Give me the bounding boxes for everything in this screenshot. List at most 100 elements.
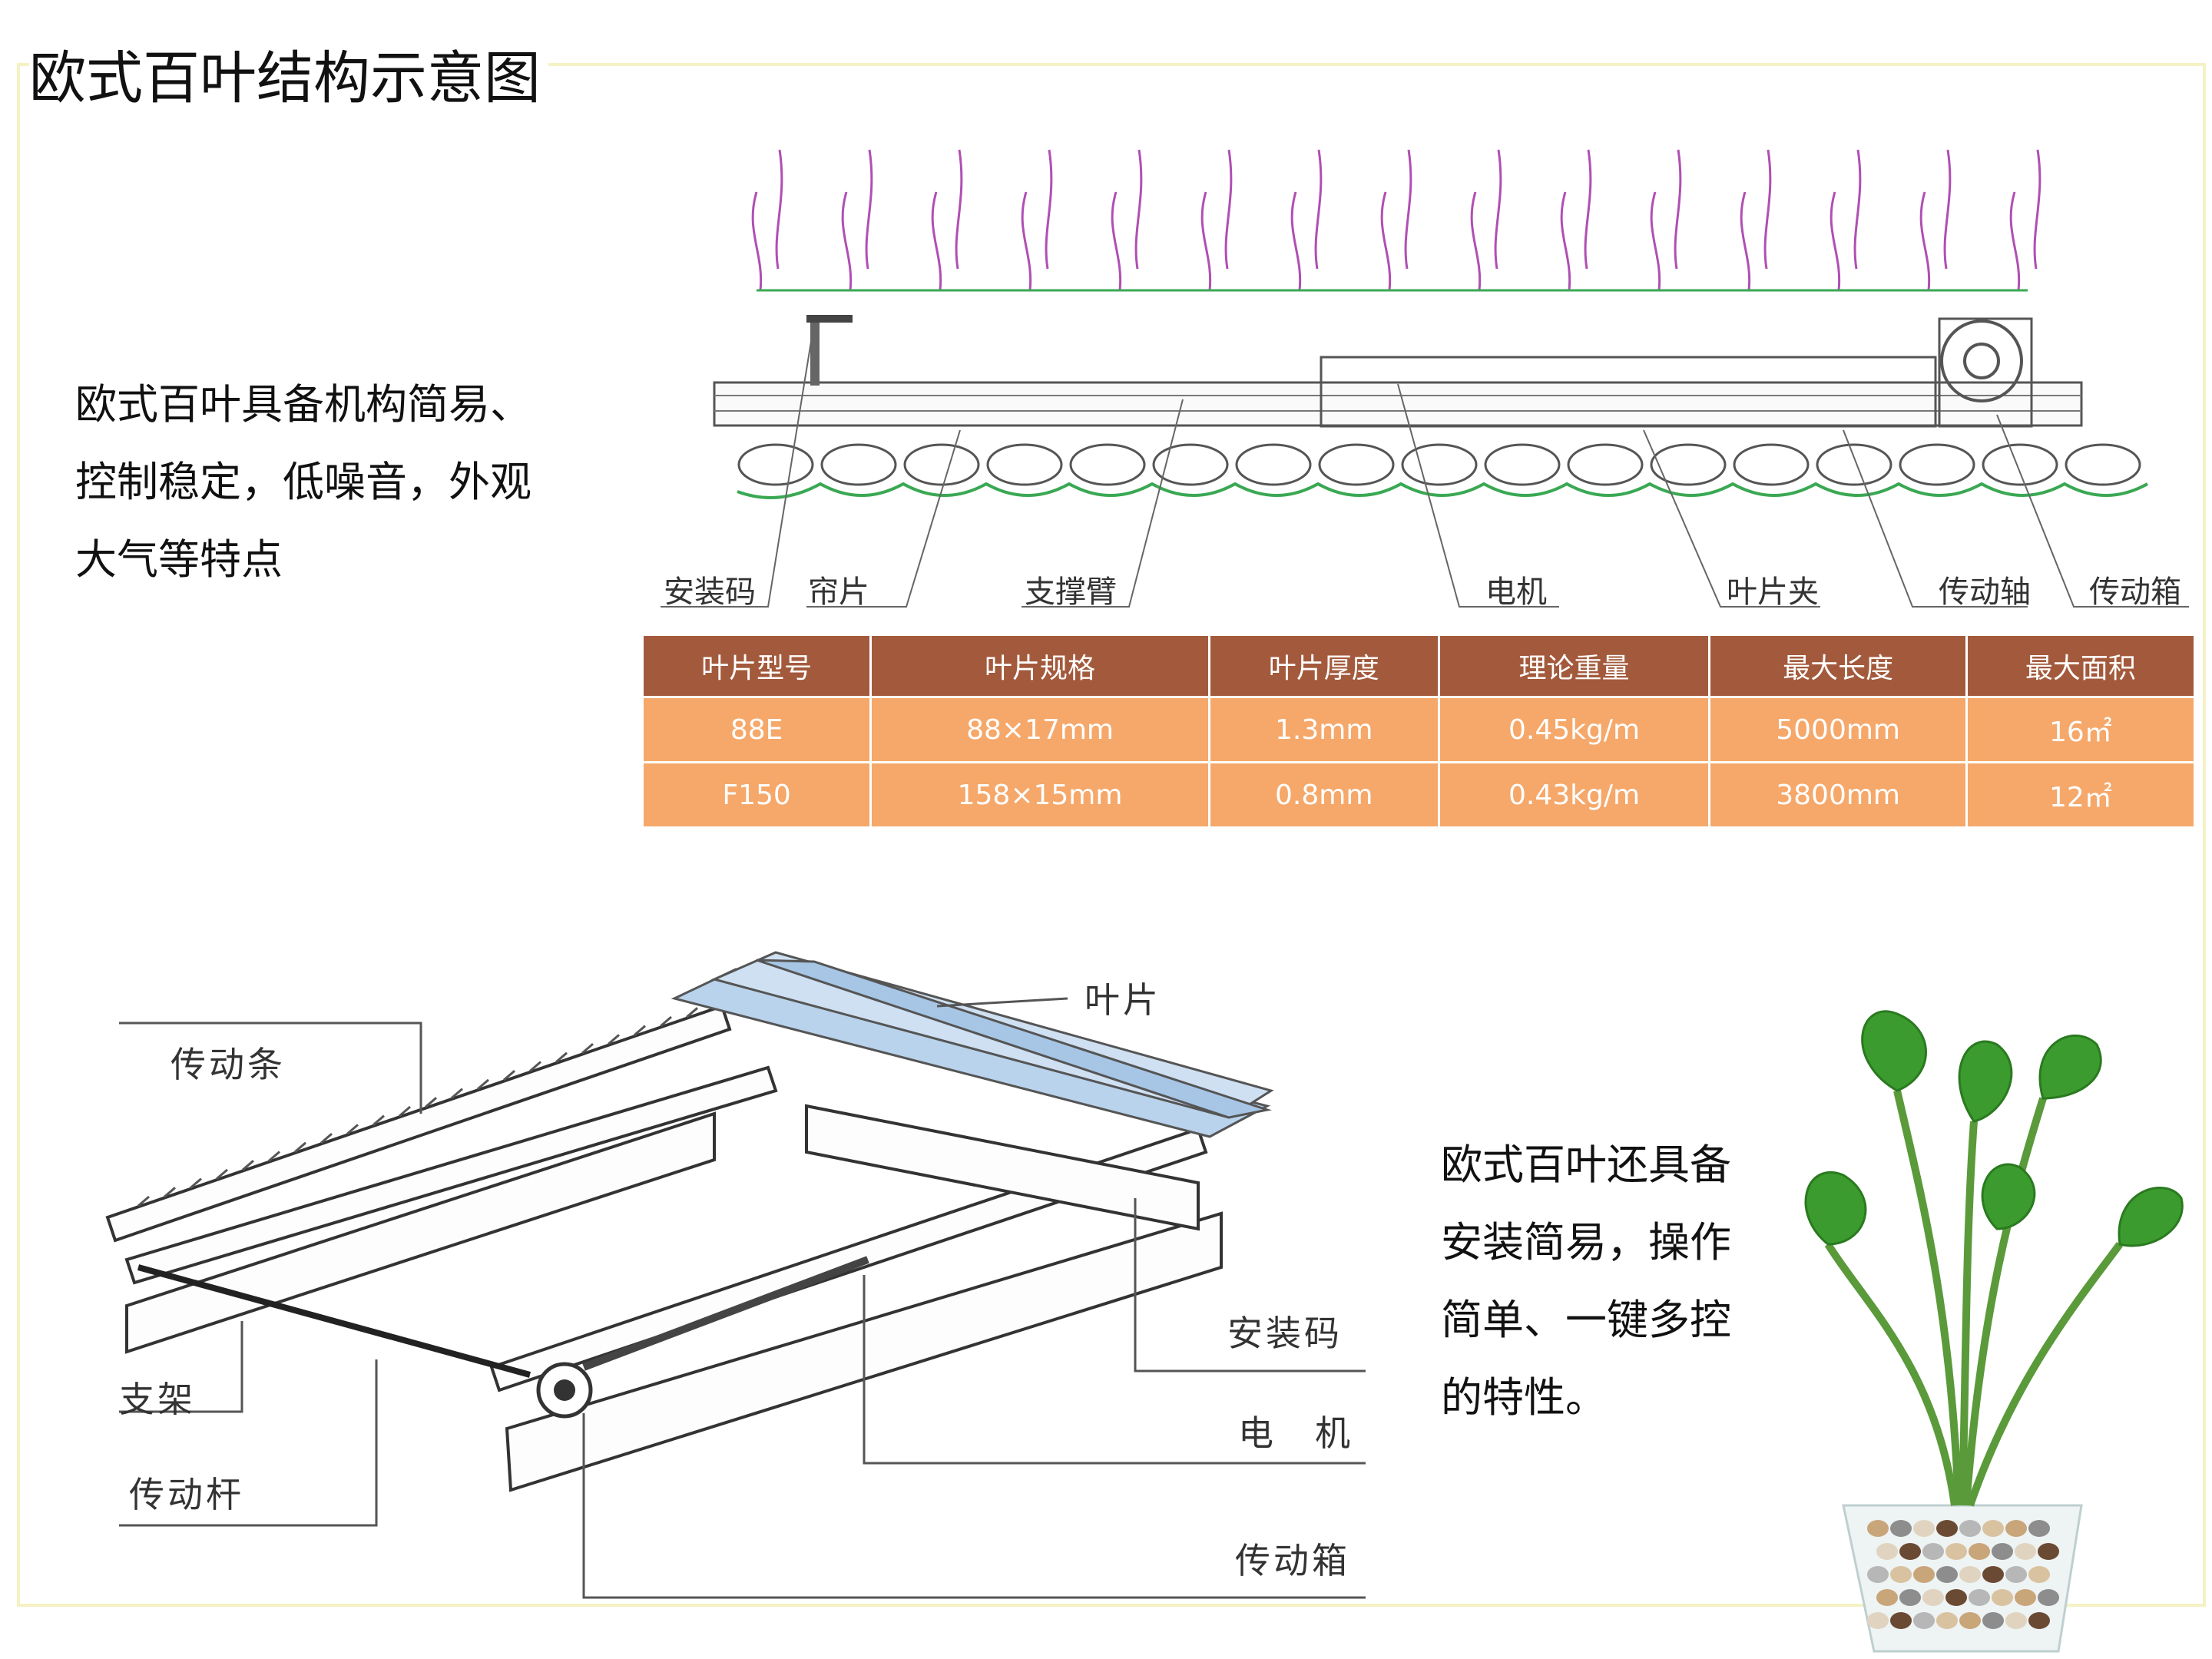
blade-clip [751,149,783,291]
pebble [1867,1566,1889,1583]
pebble [1982,1520,2004,1537]
drive-strip-tooth [425,1097,437,1108]
label-gearbox: 传动箱 [2089,575,2181,610]
page-title: 欧式百叶结构示意图 [29,40,548,117]
slat-clip [1816,443,1892,486]
gearbox-hub [1963,343,2000,379]
table-cell: 1.3mm [1209,696,1440,763]
side-line: 简单、一键多控 [1441,1296,1731,1344]
table-row: 88E 88×17mm 1.3mm 0.45kg/m 5000mm 16㎡ [644,696,2194,763]
pebble [2015,1543,2036,1560]
drive-strip-tooth [346,1124,359,1135]
table-header-row: 叶片型号 叶片规格 叶片厚度 理论重量 最大长度 最大面积 [644,636,2194,697]
slat-clip [1982,443,2058,486]
inner-rail [124,1065,778,1285]
blade-clip [1470,149,1502,291]
slat-clip [903,443,980,486]
pebble [1969,1543,1990,1560]
table-cell: 0.45kg/m [1439,696,1711,763]
label-mount: 安装码 [1227,1313,1343,1354]
blade-clip [1650,149,1682,291]
table-cell: 3800mm [1709,761,1968,826]
pebble [1890,1612,1912,1629]
label-drive-rod: 传动杆 [129,1474,244,1515]
blade [756,959,1272,1119]
plant-leaves [1804,1010,2184,1247]
blade-clip-row [751,149,2041,291]
blade-clip [1740,149,1772,291]
leader-motor [1397,383,1559,608]
table-cell: 12㎡ [1966,761,2194,826]
pebble [1899,1543,1921,1560]
leader-gearbox [582,1413,1366,1599]
slat-clip [1152,443,1229,486]
label-blade: 叶片 [1084,979,1161,1021]
pebble [1992,1543,2013,1560]
side-line: 安装简易，操作 [1441,1218,1731,1267]
slat-clip [1401,443,1478,486]
pebble [2038,1589,2059,1606]
leader-gearbox [1996,414,2189,608]
leader-clip [1643,429,1820,608]
pebble [1936,1566,1958,1583]
pebble [1945,1589,1967,1606]
drive-strip-tooth [137,1195,150,1207]
pebble [1959,1612,1981,1629]
label-curtain: 帘片 [808,575,869,610]
slat-clip [1484,443,1561,486]
label-drive-strip: 传动条 [171,1044,286,1085]
blade-clip [1200,149,1233,291]
pebble [1913,1520,1935,1537]
drive-strip-tooth [660,1015,672,1028]
pebble [1969,1589,1990,1606]
slat-clip [1899,443,1975,486]
spec-table: 叶片型号 叶片规格 叶片厚度 理论重量 最大长度 最大面积 88E 88×17m… [644,636,2194,826]
pebble [1936,1520,1958,1537]
table-cell: 0.8mm [1209,761,1440,826]
frame-rails [105,1004,1223,1492]
header-cell: 叶片规格 [870,636,1210,697]
drive-strip-tooth [581,1042,594,1055]
drive-strip-tooth [529,1061,541,1072]
top-leader-lines [661,322,2189,608]
pebble [1945,1543,1967,1560]
table-cell: 0.43kg/m [1439,761,1711,826]
leader-motor [863,1275,1366,1465]
pebble [1982,1566,2004,1583]
drive-strip-teeth [137,1007,698,1207]
gearbox-hub [554,1379,575,1401]
leader-shaft [1843,429,2028,608]
pebble [1876,1589,1898,1606]
table-row: F150 158×15mm 0.8mm 0.43kg/m 3800mm 12㎡ [644,761,2194,826]
header-cell: 最大面积 [1966,636,2194,697]
drive-strip-tooth [268,1151,280,1162]
pebble [2015,1589,2036,1606]
rail-body [713,381,2083,427]
label-motor: 电 机 [1238,1412,1353,1454]
label-drive-shaft: 传动轴 [1939,575,2031,610]
table-cell: 88E [644,696,873,763]
drive-strip-tooth [216,1168,228,1181]
blades [671,951,1274,1138]
table-cell: 158×15mm [870,761,1210,826]
pebble [1867,1520,1889,1537]
leader-drive-strip [119,1022,422,1114]
slat-clip [2065,443,2141,486]
gearbox-case [1938,317,2033,428]
blade-clip [931,149,963,291]
pebble [1959,1520,1981,1537]
drive-strip-tooth [503,1070,515,1081]
pebble [1899,1589,1921,1606]
slat-clip [1567,443,1644,486]
pebble [2005,1612,2027,1629]
drive-strip-tooth [399,1105,411,1118]
side-rail [805,1104,1200,1231]
pebble [2028,1612,2050,1629]
slat-clip [1318,443,1395,486]
leader-mount [1134,1198,1366,1373]
side-line: 的特性。 [1441,1373,1607,1422]
blade-clip [841,149,873,291]
leader-arm [1022,399,1184,608]
pebble [1982,1612,2004,1629]
